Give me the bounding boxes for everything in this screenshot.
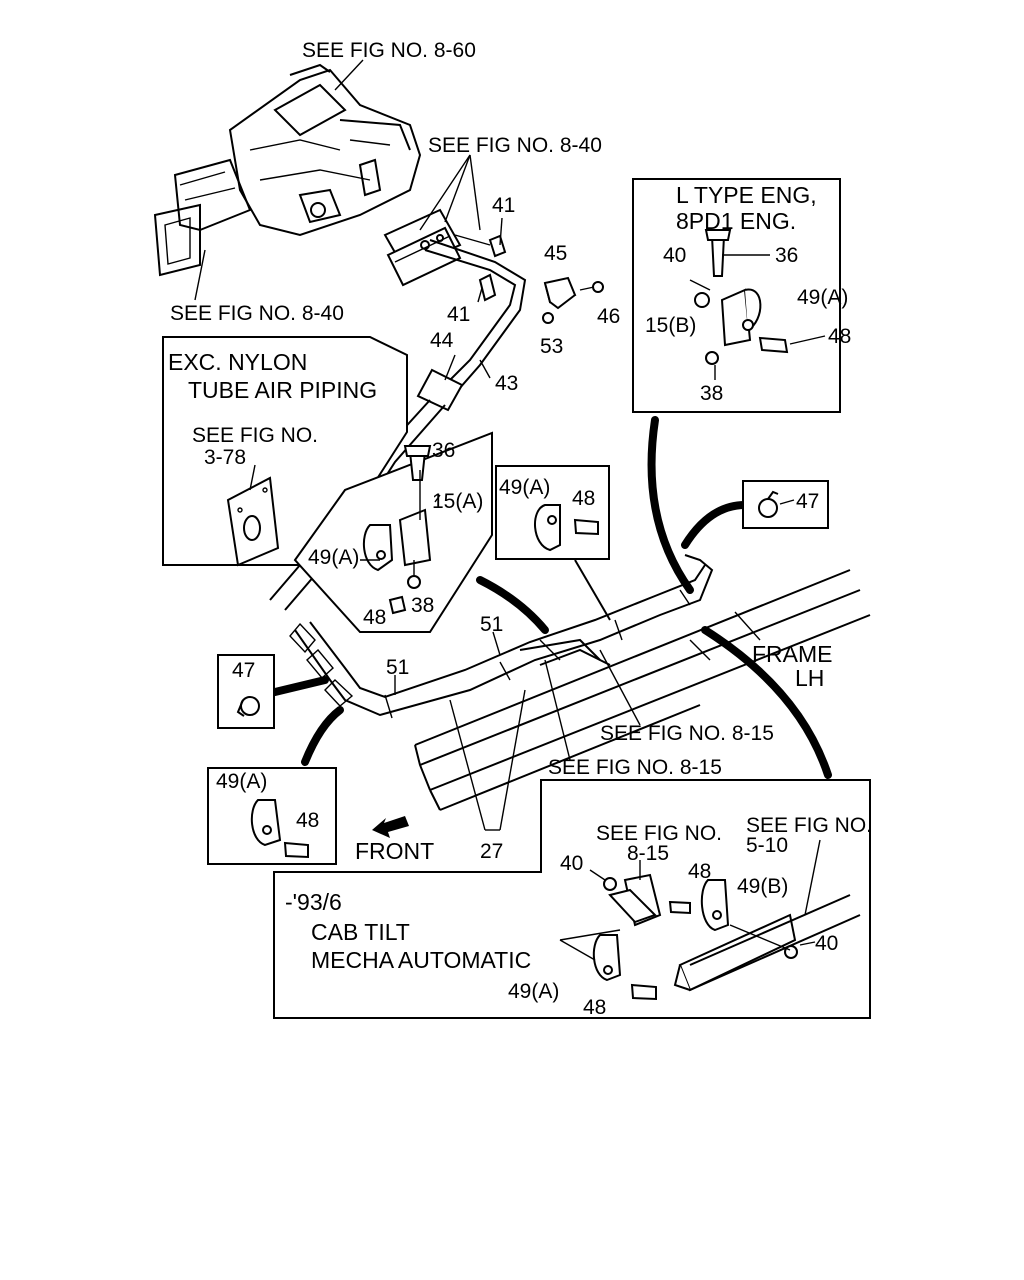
leader-47-left (271, 676, 329, 696)
cab-48a: 48 (688, 860, 711, 883)
clamp-47-right (758, 490, 795, 518)
cab-49b: 49(B) (737, 875, 788, 898)
box-47-right (742, 480, 829, 529)
label-frame-1: FRAME (752, 641, 833, 667)
part-53 (542, 312, 554, 324)
leader-cab (701, 626, 832, 779)
cab-title-1: -'93/6 (285, 889, 342, 915)
heater-unit (153, 63, 422, 277)
labels: SEE FIG NO. 8-60 SEE FIG NO. 8-40 SEE FI… (168, 39, 872, 1019)
cab-40a: 40 (560, 852, 583, 875)
label-fig-8-40-left: SEE FIG NO. 8-40 (170, 302, 344, 325)
cab-ref-a2: 8-15 (627, 842, 669, 865)
right-47: 47 (796, 490, 819, 513)
left-49a: 49(A) (216, 770, 267, 793)
cab-title-2: CAB TILT (311, 919, 410, 945)
leader-ltype (647, 416, 694, 594)
clamp-47-left (236, 696, 260, 717)
label-44: 44 (430, 329, 454, 352)
label-fig-8-60: SEE FIG NO. 8-60 (302, 39, 476, 62)
left-48: 48 (296, 809, 319, 832)
label-53: 53 (540, 335, 563, 358)
label-fig-8-15-b: SEE FIG NO. 8-15 (548, 756, 722, 779)
mid-15a: 15(A) (432, 490, 483, 513)
cab-49a: 49(A) (508, 980, 559, 1003)
cab-ref-b2: 5-10 (746, 834, 788, 857)
cab-ref-a1: SEE FIG NO. (596, 822, 722, 845)
cab-box-parts (559, 839, 861, 1001)
label-41a: 41 (492, 194, 515, 217)
clip-41-upper (488, 234, 507, 258)
ltype-49a: 49(A) (797, 286, 848, 309)
nylon-bracket (226, 464, 280, 567)
ltype-38: 38 (700, 382, 723, 405)
label-front: FRONT (355, 838, 434, 864)
mid-38: 38 (411, 594, 434, 617)
nylon-title-1: EXC. NYLON (168, 349, 307, 375)
ltype-15b: 15(B) (645, 314, 696, 337)
cab-48b: 48 (583, 996, 606, 1019)
ltype-title-1: L TYPE ENG, (676, 182, 817, 208)
label-fig-8-15-a: SEE FIG NO. 8-15 (600, 722, 774, 745)
part-45-bracket (543, 276, 577, 310)
label-43: 43 (495, 372, 518, 395)
ltype-40: 40 (663, 244, 686, 267)
ltype-parts (689, 229, 826, 380)
mid-box (293, 431, 493, 633)
box-47-left (217, 654, 275, 729)
mid-49a: 49(A) (308, 546, 359, 569)
left-small-parts (250, 799, 309, 859)
label-fig-8-40-top: SEE FIG NO. 8-40 (428, 134, 602, 157)
ltype-title-2: 8PD1 ENG. (676, 208, 796, 234)
nylon-ref-1: SEE FIG NO. (192, 424, 318, 447)
main-pipe (289, 554, 714, 719)
cab-ref-b1: SEE FIG NO. (746, 814, 872, 837)
clip-41-lower (478, 273, 497, 302)
cab-40b: 40 (815, 932, 838, 955)
mid-48: 48 (363, 606, 386, 629)
label-27: 27 (480, 840, 503, 863)
leader-47-right (681, 501, 749, 549)
cab-title-3: MECHA AUTOMATIC (311, 947, 531, 973)
center-small-parts (533, 504, 599, 552)
part-46 (592, 281, 604, 293)
connector-block (383, 208, 462, 287)
ltype-36: 36 (775, 244, 798, 267)
label-46: 46 (597, 305, 620, 328)
left-47: 47 (232, 659, 255, 682)
center-49a: 49(A) (499, 476, 550, 499)
leader-mid (476, 576, 549, 634)
leader-49a-left (301, 706, 344, 766)
frame-rail (414, 569, 871, 811)
label-45: 45 (544, 242, 567, 265)
label-frame-2: LH (795, 665, 824, 691)
nylon-title-2: TUBE AIR PIPING (188, 377, 377, 403)
label-51b: 51 (386, 656, 409, 679)
nylon-ref-2: 3-78 (204, 446, 246, 469)
label-51a: 51 (480, 613, 503, 636)
label-41b: 41 (447, 303, 470, 326)
center-48: 48 (572, 487, 595, 510)
ltype-48: 48 (828, 325, 851, 348)
mid-box-parts (360, 445, 441, 615)
mid-36: 36 (432, 439, 455, 462)
front-arrow-icon (372, 816, 409, 838)
